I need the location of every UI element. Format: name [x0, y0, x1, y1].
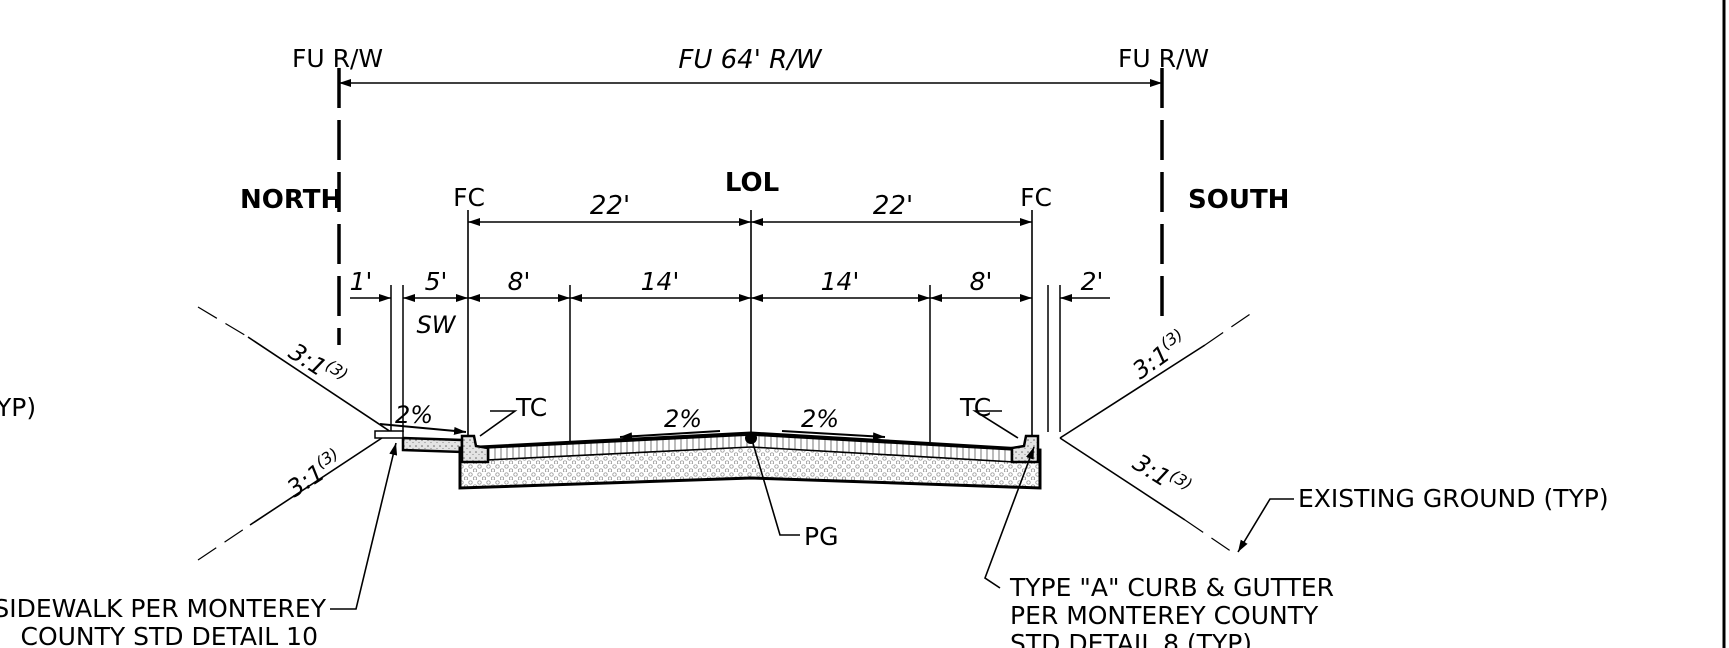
profile-grade-point	[745, 432, 757, 444]
sidewalk-callout-line2: COUNTY STD DETAIL 10	[21, 622, 319, 648]
sidewalk-callout-line1: SIDEWALK PER MONTEREY	[0, 594, 327, 623]
sidewalk-slope-label: 2%	[395, 401, 433, 429]
lane-left-slope-label: 2%	[664, 405, 702, 433]
half-width-left-label: 22'	[590, 191, 630, 221]
fu-row-label-right: FU R/W	[1118, 44, 1209, 73]
cut-off-label-left: YP)	[0, 393, 36, 422]
south-label: SOUTH	[1188, 185, 1289, 215]
curb-callout-line1: TYPE "A" CURB & GUTTER	[1009, 573, 1334, 602]
seg-14ft-left-label: 14'	[641, 267, 680, 296]
sidewalk-edge	[374, 430, 404, 439]
tc-left-leader	[479, 410, 518, 437]
pg-label: PG	[804, 522, 838, 551]
seg-2ft-label: 2'	[1081, 267, 1104, 296]
lane-right-slope-label: 2%	[801, 405, 839, 433]
slope-ne-label: 3:1 (3)	[1127, 325, 1186, 385]
lane-left-slope-arrow	[619, 430, 721, 441]
lol-label: LOL	[725, 168, 779, 198]
tc-right-leader	[972, 410, 1019, 439]
seg-5ft-label: 5'	[425, 267, 448, 296]
sidewalk-abbr-label: SW	[417, 311, 457, 339]
svg-text:3:1: 3:1	[1128, 448, 1176, 492]
curb-callout-line2: PER MONTEREY COUNTY	[1010, 601, 1319, 630]
sidewalk-slab	[401, 436, 464, 454]
tc-label-left: TC	[515, 393, 547, 422]
seg-1ft-label: 1'	[350, 267, 373, 296]
slope-se-label: 3:1 (3)	[1128, 448, 1196, 494]
north-label: NORTH	[240, 185, 342, 215]
row-width-label: FU 64' R/W	[678, 45, 823, 75]
tc-label-right: TC	[959, 393, 991, 422]
existing-ground-leader	[1237, 498, 1294, 553]
half-width-right-label: 22'	[873, 191, 913, 221]
fu-row-label-left: FU R/W	[292, 44, 383, 73]
sidewalk-leader	[330, 442, 398, 610]
existing-ground-label: EXISTING GROUND (TYP)	[1298, 484, 1609, 513]
curb-gutter-left	[460, 434, 490, 464]
curb-callout-line3: STD DETAIL 8 (TYP)	[1010, 629, 1252, 648]
seg-8ft-left-label: 8'	[508, 267, 531, 296]
pg-leader	[751, 439, 800, 536]
side-slope-left	[197, 306, 392, 561]
slope-nw-label: 3:1 (3)	[284, 338, 352, 384]
svg-text:3:1: 3:1	[284, 338, 332, 383]
lane-right-slope-arrow	[781, 430, 886, 441]
seg-14ft-right-label: 14'	[821, 267, 860, 296]
sidewalk-slope-arrow	[379, 423, 467, 435]
curb-leader	[984, 446, 1035, 589]
side-slope-right	[1059, 309, 1257, 553]
slope-sw-label: 3:1 (3)	[282, 444, 342, 503]
seg-8ft-right-label: 8'	[970, 267, 993, 296]
fc-label-left: FC	[453, 183, 485, 212]
fc-label-right: FC	[1020, 183, 1052, 212]
